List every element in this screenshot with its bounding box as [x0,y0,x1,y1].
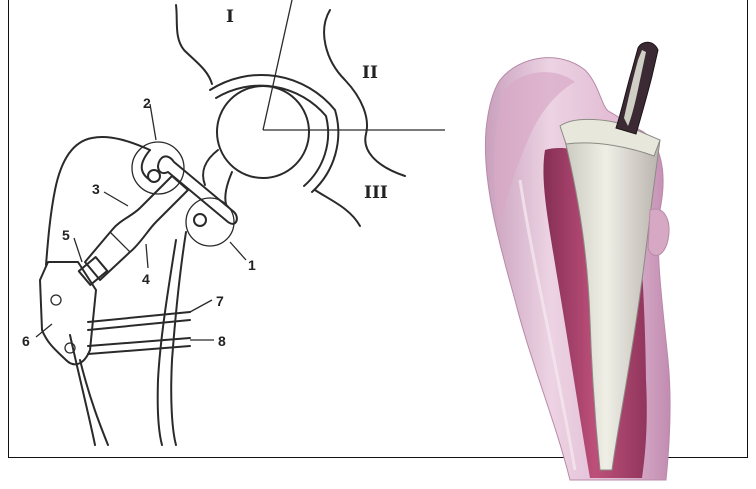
part-label-5: 5 [62,227,70,243]
pelvis-lower-outline [315,190,360,226]
femoral-implant-render [485,42,670,480]
part-label-7: 7 [216,293,224,309]
part-label-3: 3 [92,181,100,197]
leader-3 [104,192,128,206]
part-label-6: 6 [22,333,30,349]
fixation-screw-head [148,170,160,182]
leader-7 [190,300,212,312]
leader-2 [150,104,156,140]
part-label-2: 2 [143,95,151,111]
part-label-4: 4 [142,271,150,287]
lateral-plate [40,262,96,364]
part-label-8: 8 [218,333,226,349]
femoral-head [217,86,309,178]
rod-segment-line [110,232,130,252]
shaft-inner-left [80,360,108,445]
region-label-i: I [226,7,234,27]
acetabulum-inner-arc [216,86,328,186]
femoral-neck [203,150,232,204]
region-label-iii: III [364,183,388,203]
schematic-diagram: I II III 1 2 3 4 5 6 7 8 [22,0,445,445]
acetabulum-outer-arc [210,75,338,192]
leader-5 [74,238,82,262]
region-label-ii: II [362,63,378,83]
plate-hole [51,295,61,305]
leader-1 [230,242,246,260]
part-label-1: 1 [248,257,256,273]
leader-4 [146,244,148,268]
pelvis-outline-left [176,5,212,84]
cerclage-wire-8 [88,338,190,354]
lesser-trochanter [648,209,669,256]
fixation-screw-head [194,214,206,226]
vertical-axis-line [263,0,292,130]
